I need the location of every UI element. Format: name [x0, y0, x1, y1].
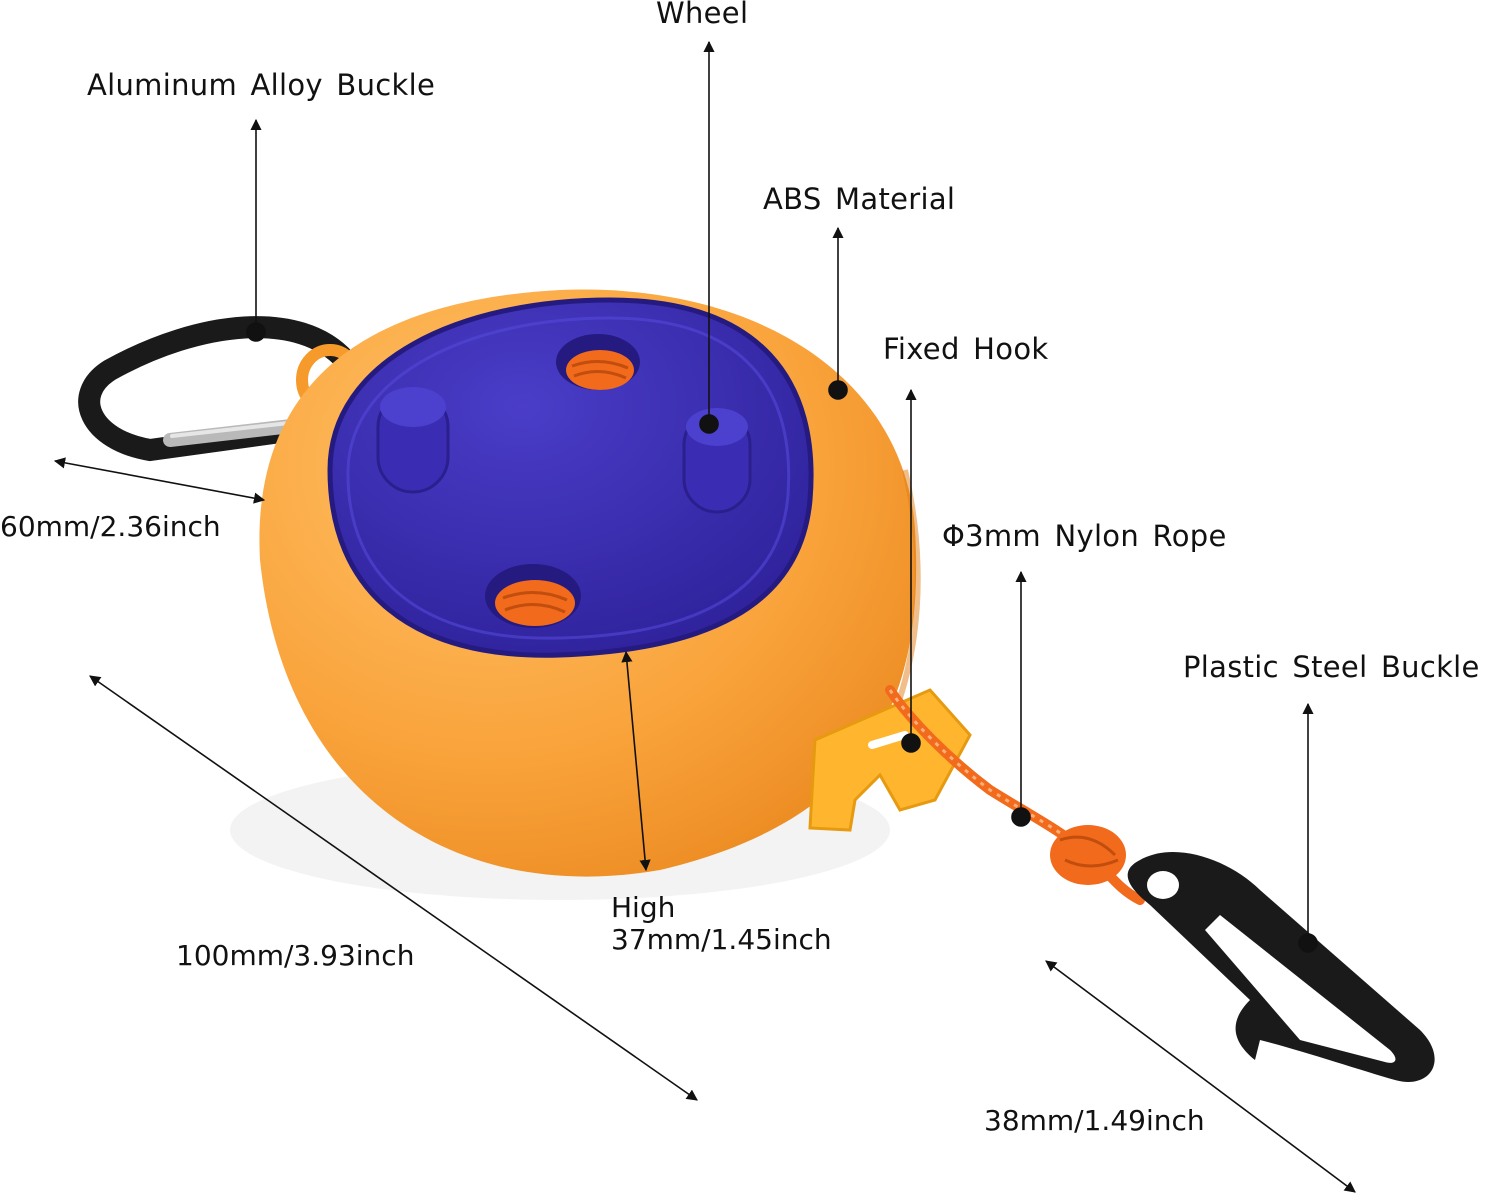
- height-value-label: 37mm/1.45inch: [611, 923, 832, 956]
- buckle-38-label: 38mm/1.49inch: [984, 1104, 1205, 1137]
- buckle-38-dimension-line: [1045, 960, 1356, 1193]
- length-100-dimension-line: [89, 675, 698, 1101]
- wheel-pointer-dot: [699, 414, 719, 434]
- width-60-dimension-line: [53, 457, 266, 504]
- fixed-hook-pointer-dot: [901, 733, 921, 753]
- nylon-rope-label: Φ3mm Nylon Rope: [942, 519, 1227, 553]
- abs-pointer-dot: [828, 380, 848, 400]
- plastic-buckle-label: Plastic Steel Buckle: [1183, 650, 1480, 684]
- width-60-label: 60mm/2.36inch: [0, 510, 221, 543]
- nylon-rope-pointer-dot: [1011, 807, 1031, 827]
- aluminum-buckle-pointer-dot: [246, 322, 266, 342]
- wheel-label: Wheel: [656, 0, 749, 30]
- height-dimension-line: [621, 650, 651, 872]
- abs-material-label: ABS Material: [763, 182, 956, 216]
- wheel-lid: [327, 297, 814, 658]
- plastic-buckle-pointer-dot: [1298, 933, 1318, 953]
- length-100-label: 100mm/3.93inch: [176, 939, 415, 972]
- aluminum-buckle-label: Aluminum Alloy Buckle: [87, 68, 436, 102]
- fixed-hook-graphic: [808, 688, 972, 832]
- height-title-label: High: [611, 891, 676, 924]
- fixed-hook-label: Fixed Hook: [883, 332, 1049, 366]
